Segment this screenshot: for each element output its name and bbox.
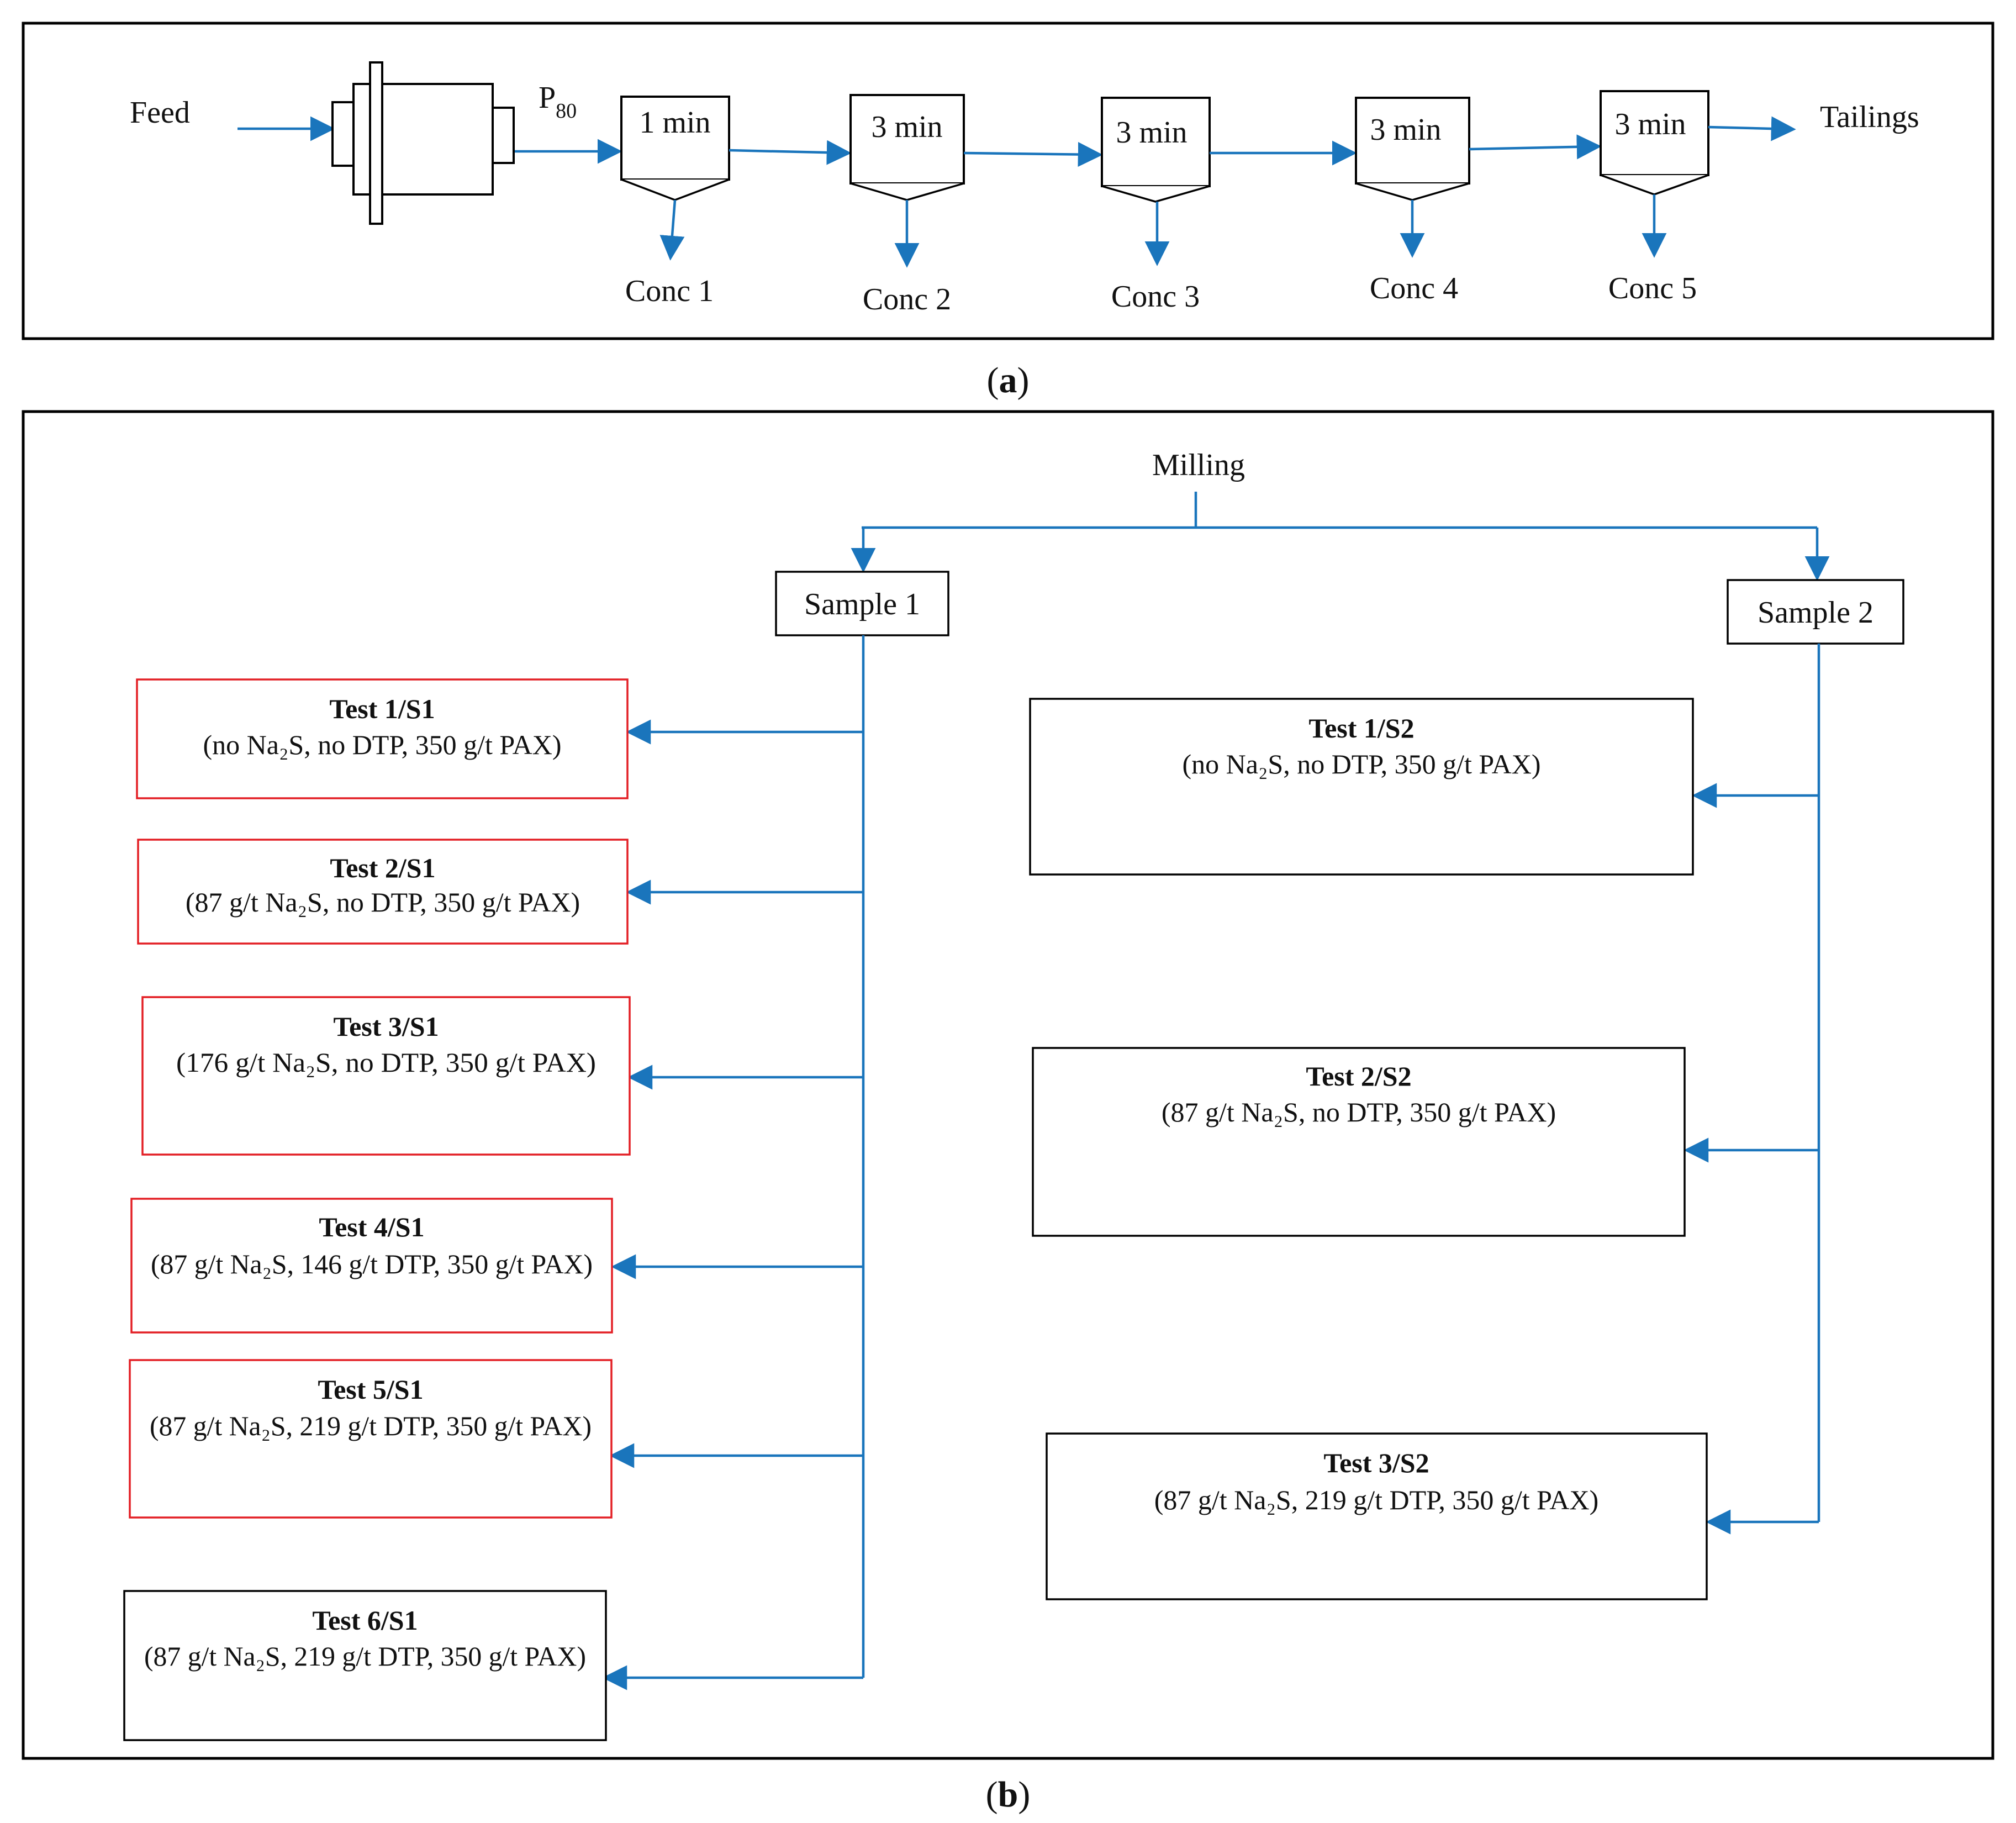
ball-mill (331, 61, 515, 225)
panel-a-frame (22, 22, 1994, 340)
test-box-6-s1: Test 6/S1 (87 g/t Na₂S, 219 g/t DTP, 350… (123, 1590, 607, 1741)
p80-main: P (539, 81, 556, 115)
p80-subscript: 80 (556, 99, 577, 123)
cell-1-cone (621, 178, 730, 201)
p80-label: P80 (539, 81, 577, 123)
feed-label: Feed (130, 96, 190, 130)
cell-5-cone (1600, 174, 1709, 196)
test-5-s1-desc: (87 g/t Na₂S, 219 g/t DTP, 350 g/t PAX) (150, 1410, 592, 1441)
test-6-s1-frame (123, 1590, 607, 1741)
test-6-s1-desc: (87 g/t Na₂S, 219 g/t DTP, 350 g/t PAX) (144, 1641, 586, 1672)
test-box-2-s1: Test 2/S1 (87 g/t Na₂S, no DTP, 350 g/t … (137, 839, 629, 945)
mill-left-trunnion (331, 101, 355, 167)
test-box-1-s1: Test 1/S1 (no Na₂S, no DTP, 350 g/t PAX) (136, 678, 629, 799)
tailings-label: Tailings (1820, 100, 1919, 134)
sample-2-box (1727, 579, 1904, 645)
flotation-cell-2: 3 min Conc 2 (849, 94, 965, 317)
panel-a-letter: a (999, 360, 1017, 401)
cell1-to-cell2-arrow (729, 140, 852, 165)
test-box-3-s1: Test 3/S1 (176 g/t Na₂S, no DTP, 350 g/t… (141, 996, 631, 1156)
conc-3-label: Conc 3 (1111, 280, 1200, 314)
conc-1-arrow (659, 199, 685, 261)
test-3-s2-title: Test 3/S2 (1323, 1447, 1429, 1478)
panel-b-letter: b (998, 1774, 1018, 1815)
test-4-s1-title: Test 4/S1 (319, 1211, 424, 1242)
test-3-s2-desc: (87 g/t Na₂S, 219 g/t DTP, 350 g/t PAX) (1154, 1484, 1599, 1515)
flotation-cell-3: 3 min Conc 3 (1101, 97, 1211, 314)
conc-4-label: Conc 4 (1370, 271, 1458, 305)
test-1-s1-desc: (no Na₂S, no DTP, 350 g/t PAX) (203, 729, 562, 760)
test-1-s1-frame (136, 678, 629, 799)
test-1-s2-desc: (no Na₂S, no DTP, 350 g/t PAX) (1183, 749, 1541, 779)
sample-2-node: Sample 2 (1727, 579, 1904, 645)
conc-2-label: Conc 2 (863, 282, 951, 317)
tailings-arrow (1708, 116, 1796, 141)
test-1-s1-title: Test 1/S1 (329, 693, 435, 724)
milling-split-connectors (851, 492, 1830, 581)
panel-b-frame (22, 410, 1994, 1760)
test-5-s1-frame (129, 1359, 613, 1519)
cell2-to-cell3-arrow (963, 142, 1103, 167)
sample-1-box (775, 571, 949, 636)
milling-label: Milling (1152, 448, 1245, 482)
cell-4-body (1355, 97, 1470, 185)
test-2-s2-title: Test 2/S2 (1306, 1061, 1411, 1092)
cell-4-cone (1355, 182, 1470, 201)
test-2-s2-frame (1032, 1047, 1686, 1237)
test-2-s1-title: Test 2/S1 (330, 852, 435, 883)
test-2-s1-desc: (87 g/t Na₂S, no DTP, 350 g/t PAX) (186, 887, 580, 918)
test-2-s1-frame (137, 839, 629, 945)
cell-5-body (1600, 90, 1709, 176)
test-box-5-s1: Test 5/S1 (87 g/t Na₂S, 219 g/t DTP, 350… (129, 1359, 613, 1519)
test-box-2-s2: Test 2/S2 (87 g/t Na₂S, no DTP, 350 g/t … (1032, 1047, 1686, 1237)
test-3-s1-desc: (176 g/t Na₂S, no DTP, 350 g/t PAX) (176, 1047, 596, 1078)
flotation-cell-4: 3 min Conc 4 (1355, 97, 1470, 305)
test-2-s2-desc: (87 g/t Na₂S, no DTP, 350 g/t PAX) (1162, 1097, 1556, 1127)
test-3-s2-frame (1046, 1432, 1708, 1600)
test-box-4-s1: Test 4/S1 (87 g/t Na₂S, 146 g/t DTP, 350… (130, 1198, 613, 1334)
sample-1-node: Sample 1 (775, 571, 949, 636)
mill-right-trunnion (492, 107, 515, 164)
cell-3-time: 3 min (1116, 115, 1187, 150)
cell4-to-cell5-arrow (1469, 134, 1602, 160)
sample-2-label: Sample 2 (1758, 596, 1873, 630)
cell-5-time: 3 min (1614, 107, 1686, 141)
test-3-s1-frame (141, 996, 631, 1156)
test-3-s1-title: Test 3/S1 (333, 1011, 439, 1042)
cell-3-cone (1101, 185, 1210, 203)
flotation-cell-5: 3 min Conc 5 (1600, 90, 1709, 305)
mill-flange (369, 61, 383, 225)
test-box-1-s2: Test 1/S2 (no Na₂S, no DTP, 350 g/t PAX) (1029, 698, 1694, 876)
flotation-cell-1: 1 min Conc 1 (620, 96, 730, 308)
cell-1-body (620, 96, 730, 181)
cell-2-body (849, 94, 965, 185)
panel-b-caption: (b) (986, 1774, 1031, 1815)
cell-4-time: 3 min (1370, 113, 1441, 147)
sample-1-branches (602, 635, 865, 1690)
cell-1-time: 1 min (639, 106, 710, 140)
test-6-s1-title: Test 6/S1 (312, 1605, 418, 1636)
test-4-s1-frame (130, 1198, 613, 1334)
cell-2-time: 3 min (871, 110, 942, 144)
test-5-s1-title: Test 5/S1 (318, 1374, 423, 1405)
sample-2-branches (1683, 644, 1820, 1535)
sample-1-label: Sample 1 (804, 587, 920, 621)
conc-5-label: Conc 5 (1608, 271, 1697, 305)
panel-a-caption: (a) (987, 360, 1030, 401)
test-1-s2-title: Test 1/S2 (1308, 713, 1414, 744)
conc-1-label: Conc 1 (625, 274, 714, 308)
cell-2-cone (850, 182, 964, 201)
test-box-3-s2: Test 3/S2 (87 g/t Na₂S, 219 g/t DTP, 350… (1046, 1432, 1708, 1600)
test-4-s1-desc: (87 g/t Na₂S, 146 g/t DTP, 350 g/t PAX) (151, 1248, 593, 1279)
test-1-s2-frame (1029, 698, 1694, 876)
